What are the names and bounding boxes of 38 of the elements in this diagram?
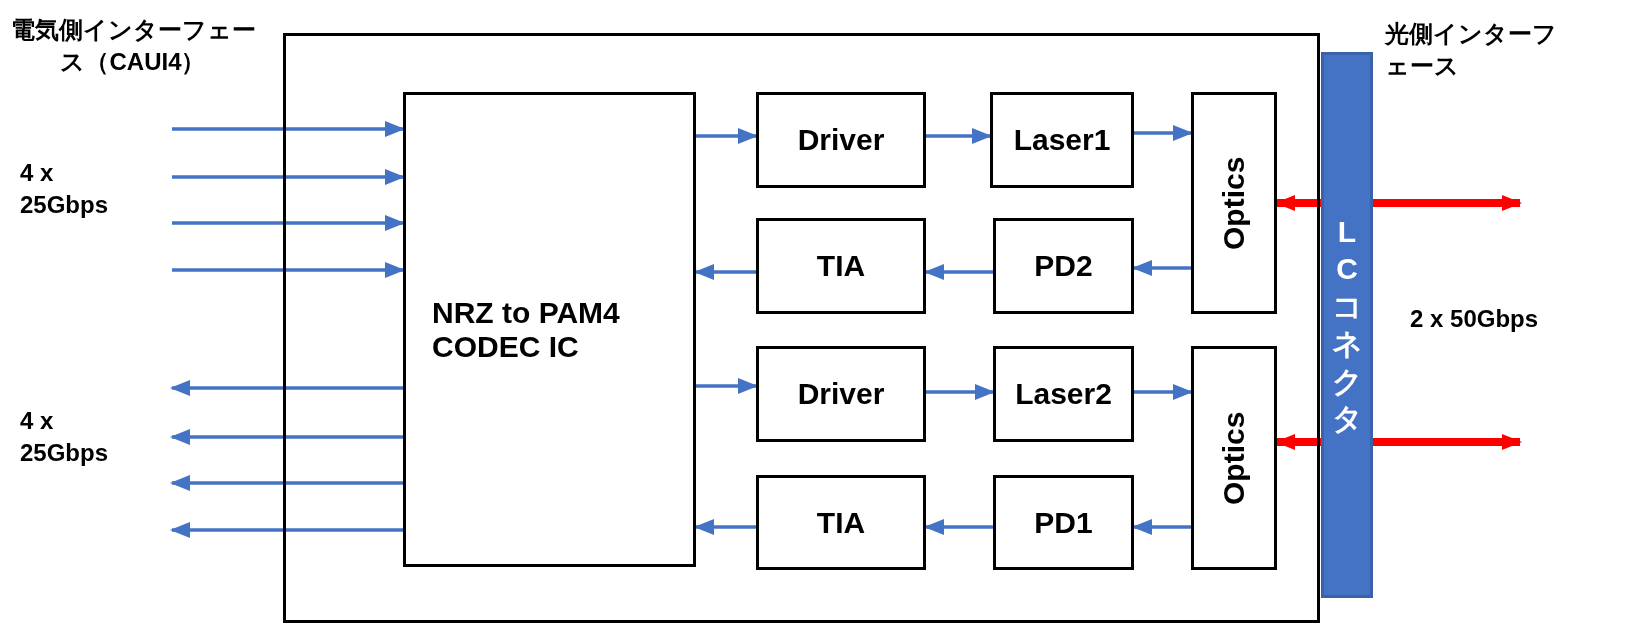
optics-block: Optics: [1191, 346, 1277, 570]
amplifier-block: TIA: [756, 218, 926, 314]
arrow: [926, 384, 995, 400]
laser-block: Laser1: [990, 92, 1134, 188]
arrow: [170, 475, 403, 491]
arrow: [170, 380, 403, 396]
arrow: [696, 378, 758, 394]
laser-block: Laser2: [993, 346, 1134, 442]
connector-bar: LCコネクタ: [1321, 52, 1373, 598]
arrow: [694, 519, 756, 535]
arrow: [1134, 125, 1193, 141]
arrow: [926, 128, 992, 144]
interface-label: 光側インターフェース: [1385, 19, 1558, 82]
driver-block: Driver: [756, 346, 926, 442]
arrow: [170, 429, 403, 445]
photodiode-block: PD1: [993, 475, 1134, 570]
interface-label: 電気側インターフェース（CAUI4）: [9, 15, 257, 78]
arrow: [924, 264, 993, 280]
photodiode-block: PD2: [993, 218, 1134, 314]
optics-block: Optics: [1191, 92, 1277, 314]
driver-block: Driver: [756, 92, 926, 188]
arrow: [924, 519, 993, 535]
module-outline: [283, 33, 1320, 623]
amplifier-block: TIA: [756, 475, 926, 570]
arrow: [1134, 384, 1193, 400]
data-rate-label: 4 x 25Gbps: [20, 406, 110, 469]
data-rate-label: 2 x 50Gbps: [1410, 304, 1540, 334]
arrow: [1132, 519, 1191, 535]
arrow: [1132, 260, 1191, 276]
arrow: [696, 128, 758, 144]
arrow: [172, 215, 405, 231]
arrow: [694, 264, 756, 280]
arrow: [172, 121, 405, 137]
arrow: [172, 169, 405, 185]
ic-block: NRZ to PAM4 CODEC IC: [403, 92, 696, 567]
data-rate-label: 4 x 25Gbps: [20, 158, 110, 221]
arrow: [170, 522, 403, 538]
arrow: [172, 262, 405, 278]
